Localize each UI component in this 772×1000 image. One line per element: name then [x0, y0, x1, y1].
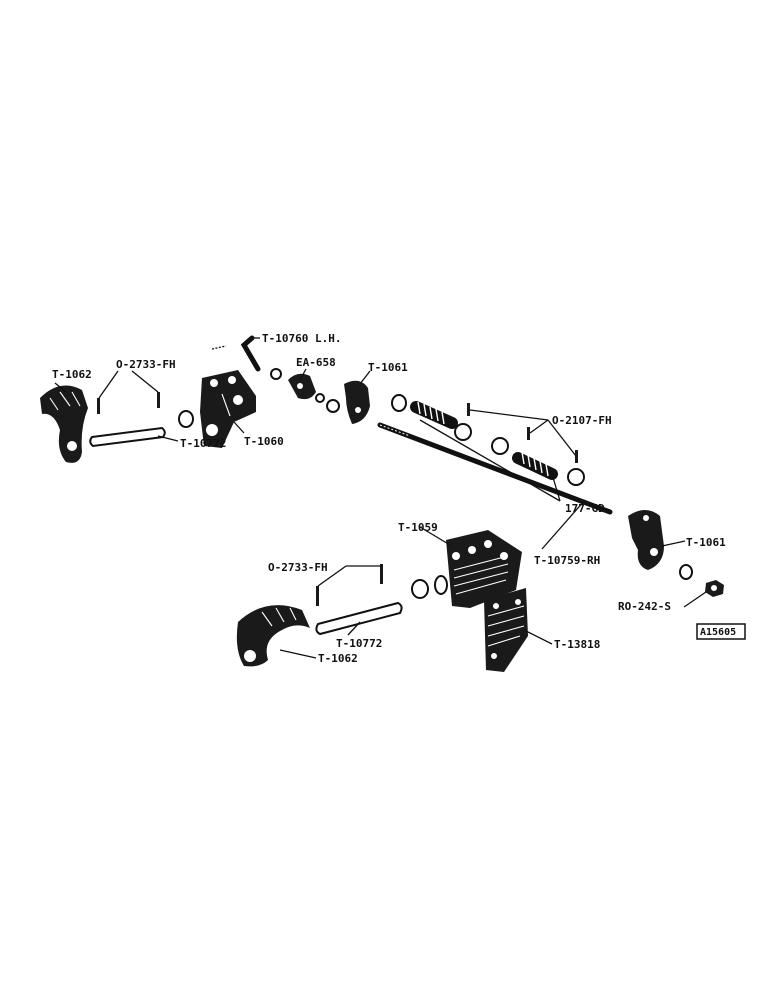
label-t10760-lh: T-10760 L.H.: [262, 332, 341, 345]
part-t13818: [484, 588, 528, 672]
label-t1062-bottom: T-1062: [318, 652, 358, 665]
washer-right-2: [491, 437, 509, 455]
label-t10759-rh: T-10759-RH: [534, 554, 600, 567]
spring-177gd-bottom: [512, 451, 558, 480]
rod-t10760-lh: [240, 335, 261, 372]
label-t1060: T-1060: [244, 435, 284, 448]
washer-right-link: [679, 564, 693, 580]
label-t10772-bottom: T-10772: [336, 637, 382, 650]
nut-washer-mid: [315, 393, 340, 413]
rod-t10759-rh: [377, 422, 613, 515]
pin-pair-bottom: [316, 564, 383, 606]
part-t1061-top: [344, 380, 370, 424]
shaft-t10772-top: [89, 426, 166, 448]
part-t1059: [446, 530, 522, 608]
label-o2733-top: O-2733-FH: [116, 358, 176, 371]
label-t1061-top: T-1061: [368, 361, 408, 374]
part-t1061-right: [628, 510, 664, 570]
label-ea658: EA-658: [296, 356, 336, 369]
label-t1059: T-1059: [398, 521, 438, 534]
figure-id-label: A15605: [700, 627, 736, 638]
shaft-t10772-bottom: [315, 601, 403, 636]
pin-pair-top: [97, 392, 160, 414]
pin-group-o2107: [467, 403, 578, 463]
label-177gd: 177-GD: [565, 502, 605, 515]
label-t10772-top: T-10772: [180, 437, 226, 450]
part-t1062-bottom: [236, 605, 310, 667]
nut-ro242s: [705, 580, 724, 597]
part-ea658: [288, 373, 316, 400]
nut-small: [270, 368, 282, 380]
leader-lines: [54, 337, 707, 659]
small-pin: [211, 345, 227, 350]
part-t1062-top: [40, 385, 88, 463]
spring-177gd-top: [410, 401, 458, 429]
washer-right-3: [567, 468, 585, 486]
washer-t1059: [411, 579, 429, 599]
label-t13818: T-13818: [554, 638, 600, 651]
part-t1060: [200, 370, 256, 448]
washer-right-1: [454, 423, 472, 441]
label-o2733-bottom: O-2733-FH: [268, 561, 328, 574]
figure-id-box: A15605: [696, 623, 746, 640]
label-ro242s: RO-242-S: [618, 600, 671, 613]
washer-top-left: [178, 410, 194, 428]
label-t1061-right: T-1061: [686, 536, 726, 549]
label-t1062-top: T-1062: [52, 368, 92, 381]
washer-mid: [391, 394, 407, 412]
label-o2107: O-2107-FH: [552, 414, 612, 427]
ring-t1059: [434, 575, 448, 595]
